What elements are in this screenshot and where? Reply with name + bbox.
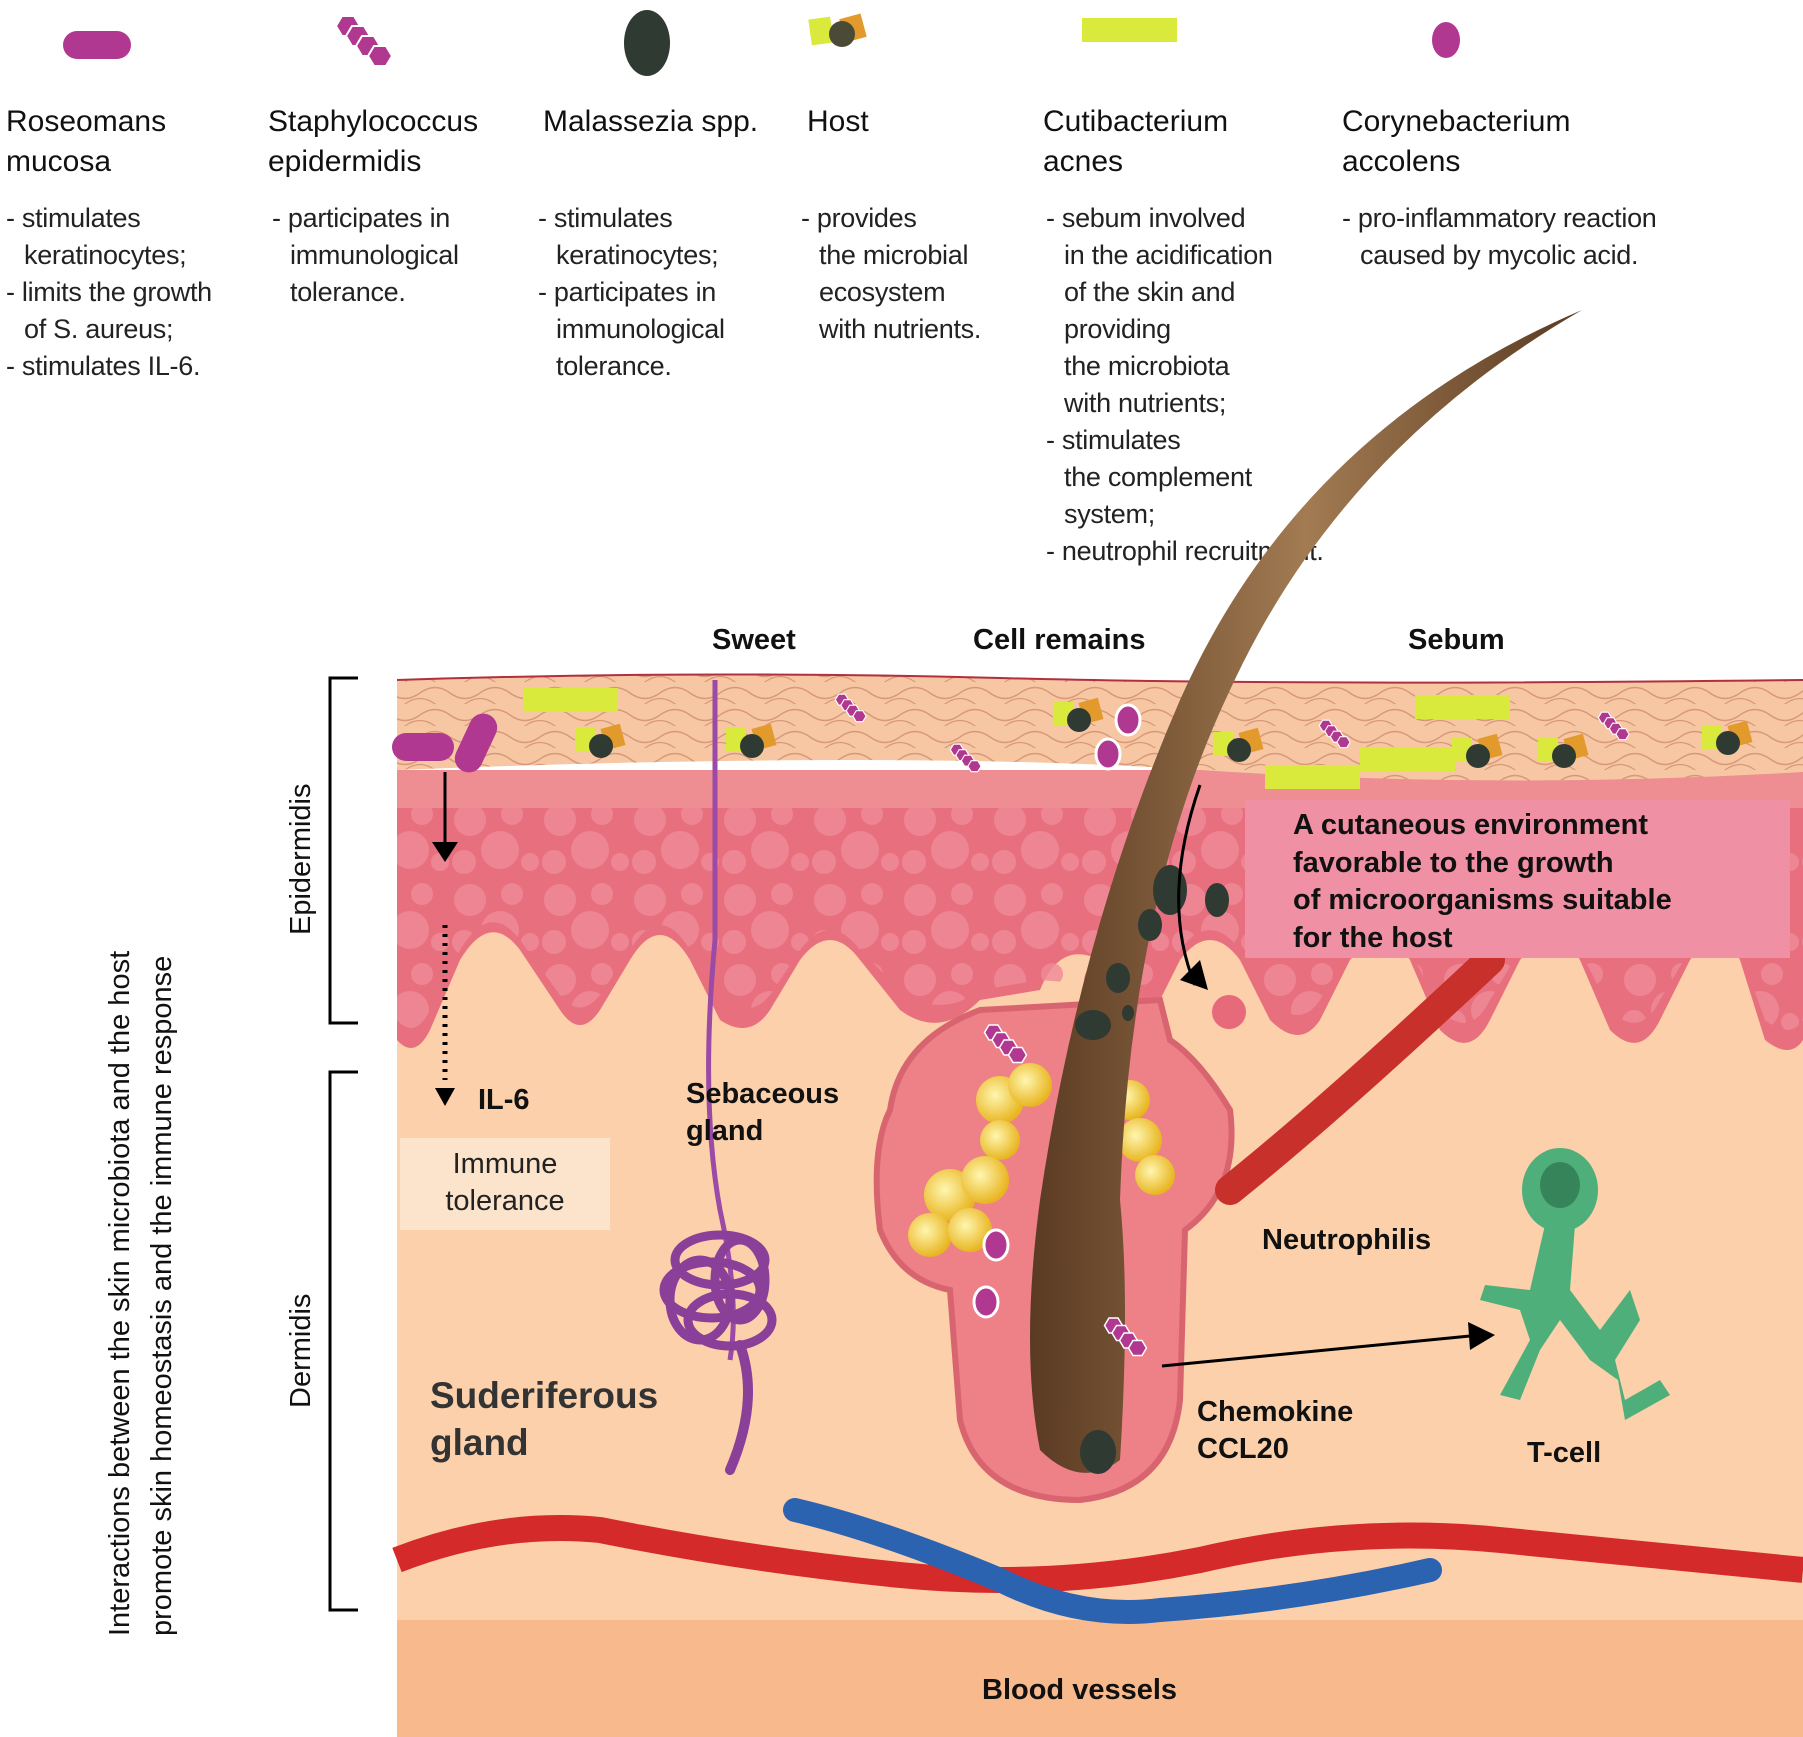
ccl20-arrow [1161, 1334, 1471, 1368]
ccl20-arrow-head [1468, 1322, 1495, 1350]
legend-name-cutibacterium: Cutibacterium acnes [1043, 105, 1229, 178]
label-cell-remains: Cell remains [973, 624, 1146, 656]
surface-rod-bacteria [392, 713, 498, 773]
label-dermis: Dermidis [285, 1293, 317, 1408]
label-blood-vessels: Blood vessels [982, 1674, 1178, 1706]
malassezia-oval-icon [624, 10, 670, 76]
legend-name-host: Host [807, 105, 869, 138]
callout-box [1245, 800, 1790, 958]
legend-name-corynebacterium: Corynebacterium accolens [1342, 105, 1571, 178]
legend-desc-cutibacterium: - sebum involved in the acidification of… [1046, 200, 1376, 570]
label-chemokine: Chemokine CCL20 [1197, 1396, 1354, 1465]
dermis-bracket [328, 1070, 358, 1612]
label-suderiferous-gland: Suderiferous gland [430, 1375, 659, 1463]
legend-desc-staphylococcus: - participates in immunological toleranc… [272, 200, 512, 311]
legend-desc-item: - stimulates the complement system; [1046, 425, 1252, 529]
label-sebum: Sebum [1408, 624, 1505, 656]
immune-tolerance-box [400, 1138, 610, 1230]
rod-bacterium-icon [63, 31, 131, 59]
hair-bulb-spot [1080, 1430, 1116, 1474]
t-cell-nucleus [1540, 1162, 1580, 1208]
legend-desc-item: - provides the microbial ecosystem with … [801, 203, 982, 344]
legend-name-malassezia: Malassezia spp. [543, 105, 759, 138]
artery [392, 1515, 1803, 1593]
label-neutrophils: Neutrophilis [1262, 1224, 1432, 1256]
legend-desc-item: - stimulates keratinocytes; [6, 203, 187, 270]
surface-cutibacterium [523, 688, 1510, 789]
legend-desc-item: - stimulates IL-6. [6, 351, 201, 381]
hypodermis-layer [397, 1620, 1803, 1737]
legend-desc-malassezia: - stimulates keratinocytes; - participat… [538, 200, 778, 385]
caption-line-1: Interactions between the skin microbiota… [104, 950, 136, 1636]
hair-shaft [1030, 310, 1582, 1473]
legend-desc-item: - participates in immunological toleranc… [538, 277, 725, 381]
skin-surface-line [396, 673, 1803, 684]
sebum-fat-clusters [908, 1063, 1175, 1257]
label-sebaceous-gland: Sebaceous gland [686, 1078, 840, 1147]
complement-arrow [1177, 784, 1202, 986]
yellow-bar-icon [1082, 18, 1177, 42]
complement-arrow-head [1180, 960, 1208, 990]
vein [783, 1498, 1442, 1624]
label-epidermis: Epidermidis [285, 783, 317, 936]
legend-name-roseomans: Roseomans mucosa [6, 105, 167, 178]
legend-name-staphylococcus: Staphylococcus epidermidis [268, 105, 479, 178]
immune-tolerance-label: Immune tolerance [445, 1148, 565, 1217]
surface-staphylococcus [834, 693, 1630, 1357]
caption-line-2: promote skin homeostasis and the immune … [146, 955, 178, 1636]
label-sweet: Sweet [712, 624, 796, 656]
legend-desc-corynebacterium: - pro-inflammatory reaction caused by my… [1342, 200, 1702, 274]
legend-desc-host: - provides the microbial ecosystem with … [801, 200, 1031, 348]
corynebacterium-dots [972, 703, 1142, 1319]
surface-host-cells [575, 697, 1753, 768]
legend-desc-item: - pro-inflammatory reaction caused by my… [1342, 203, 1657, 270]
malassezia-cluster [1075, 865, 1229, 1040]
arrector-muscle [1215, 945, 1505, 1205]
callout-text: A cutaneous environment favorable to the… [1293, 809, 1672, 954]
sweat-gland-tail [725, 1340, 753, 1475]
sweat-gland-coil [659, 1230, 777, 1351]
legend-desc-roseomans: - stimulates keratinocytes; - limits the… [6, 200, 266, 385]
epidermis-bracket [328, 676, 358, 1025]
label-t-cell: T-cell [1527, 1437, 1602, 1469]
il6-solid-arrow-head [432, 842, 458, 862]
il6-dotted-arrow-head [435, 1088, 455, 1106]
host-cell-icon [808, 13, 867, 47]
hexagon-cluster-icon [334, 15, 394, 67]
complement-cell [1212, 995, 1246, 1029]
label-il6: IL-6 [478, 1084, 530, 1116]
legend-desc-item: - participates in immunological toleranc… [272, 203, 459, 307]
small-purple-oval-icon [1432, 22, 1460, 58]
legend-desc-item: - sebum involved in the acidification of… [1046, 203, 1273, 418]
legend-desc-item: - stimulates keratinocytes; [538, 203, 719, 270]
legend-desc-item: - limits the growth of S. aureus; [6, 277, 212, 344]
